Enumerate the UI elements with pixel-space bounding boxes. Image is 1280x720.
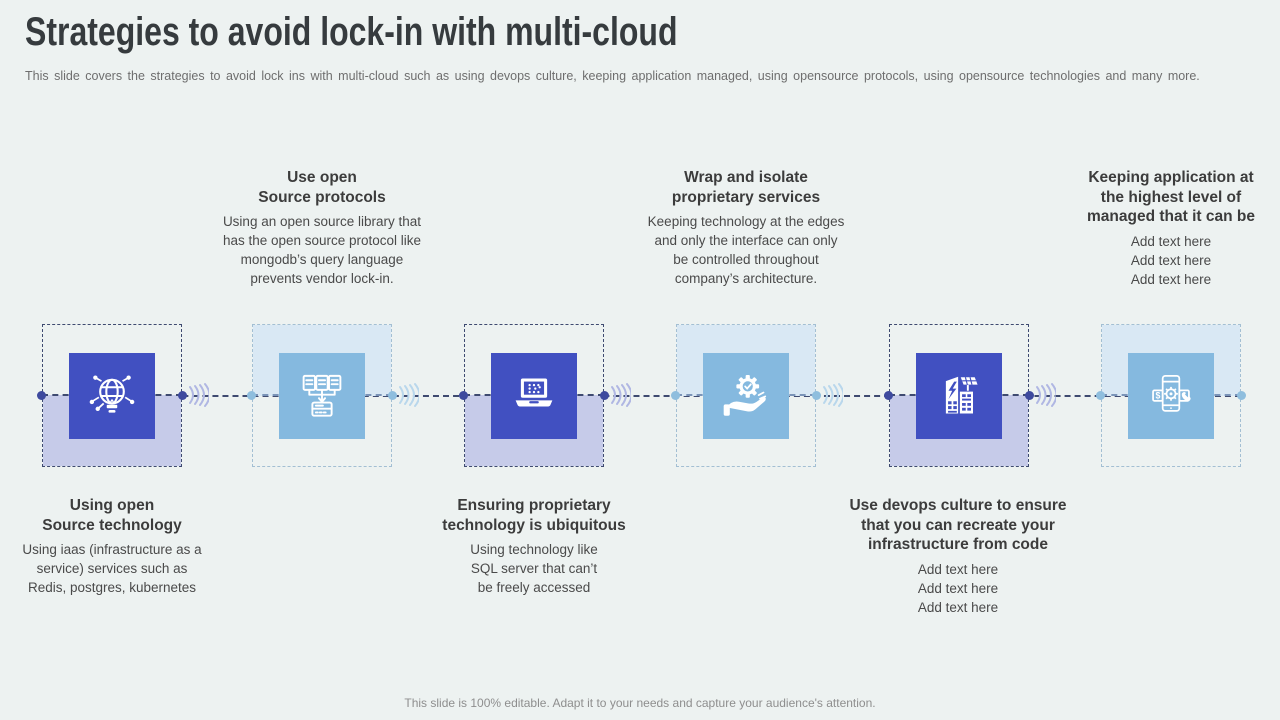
globe-circuit-icon: [89, 375, 135, 413]
icon-square: [491, 353, 577, 439]
icon-square: [279, 353, 365, 439]
timeline-connector-line: [42, 395, 1241, 397]
flow-arcs-icon: [1036, 383, 1056, 407]
step-4-text-block: Wrap and isolate proprietary services Ke…: [616, 168, 876, 288]
icon-square: $: [1128, 353, 1214, 439]
icon-square: [69, 353, 155, 439]
connector-dot: [388, 391, 397, 400]
connector-dot: [1096, 391, 1105, 400]
hand-gear-icon: [723, 375, 767, 416]
step-4-node: [671, 324, 843, 467]
laptop-data-icon: [515, 378, 553, 407]
database-merge-icon: [302, 374, 342, 417]
step-body: Keeping technology at the edges and only…: [647, 214, 845, 286]
connector-dot: [671, 391, 680, 400]
flow-arcs-icon: [823, 383, 843, 407]
flow-arcs-icon: [611, 383, 631, 407]
page-title: Strategies to avoid lock-in with multi-c…: [25, 10, 678, 54]
power-building-icon: [945, 376, 978, 414]
mobile-services-icon: $: [1152, 375, 1191, 412]
step-heading: Ensuring proprietary technology is ubiqu…: [442, 497, 626, 534]
icon-square: [703, 353, 789, 439]
flow-arcs-icon: [399, 383, 419, 407]
step-1-text-block: Using open Source technology Using iaas …: [0, 496, 242, 597]
step-2-node: [247, 324, 419, 467]
slide-subtitle: This slide covers the strategies to avoi…: [25, 69, 1200, 83]
step-body: Using technology like SQL server that ca…: [470, 542, 598, 595]
step-6-text-block: Keeping application at the highest level…: [1041, 168, 1280, 289]
step-heading: Use devops culture to ensure that you ca…: [849, 497, 1067, 553]
step-body-placeholder: Add text here Add text here Add text her…: [1130, 233, 1212, 287]
step-heading: Use open Source protocols: [258, 169, 386, 206]
slide-footer-note: This slide is 100% editable. Adapt it to…: [404, 696, 876, 710]
step-1-node: [37, 324, 209, 467]
step-heading: Using open Source technology: [42, 497, 182, 534]
step-5-text-block: Use devops culture to ensure that you ca…: [828, 496, 1088, 617]
step-heading: Wrap and isolate proprietary services: [671, 169, 821, 206]
icon-square: [916, 353, 1002, 439]
connector-dot: [178, 391, 187, 400]
step-heading: Keeping application at the highest level…: [1087, 169, 1255, 225]
flow-arcs-icon: [189, 383, 209, 407]
connector-dot: [1237, 391, 1246, 400]
step-6-node: $: [1096, 324, 1246, 467]
connector-dot: [247, 391, 256, 400]
connector-dot: [1025, 391, 1034, 400]
connector-dot: [884, 391, 893, 400]
step-5-node: [884, 324, 1056, 467]
connector-dot: [600, 391, 609, 400]
connector-dot: [37, 391, 46, 400]
step-body: Using iaas (infrastructure as a service)…: [22, 542, 202, 595]
step-3-node: [459, 324, 631, 467]
step-3-text-block: Ensuring proprietary technology is ubiqu…: [404, 496, 664, 597]
step-body: Using an open source library that has th…: [222, 214, 422, 286]
step-body-placeholder: Add text here Add text here Add text her…: [917, 561, 999, 615]
connector-dot: [812, 391, 821, 400]
svg-text:$: $: [1155, 391, 1160, 401]
step-2-text-block: Use open Source protocols Using an open …: [192, 168, 452, 288]
connector-dot: [459, 391, 468, 400]
